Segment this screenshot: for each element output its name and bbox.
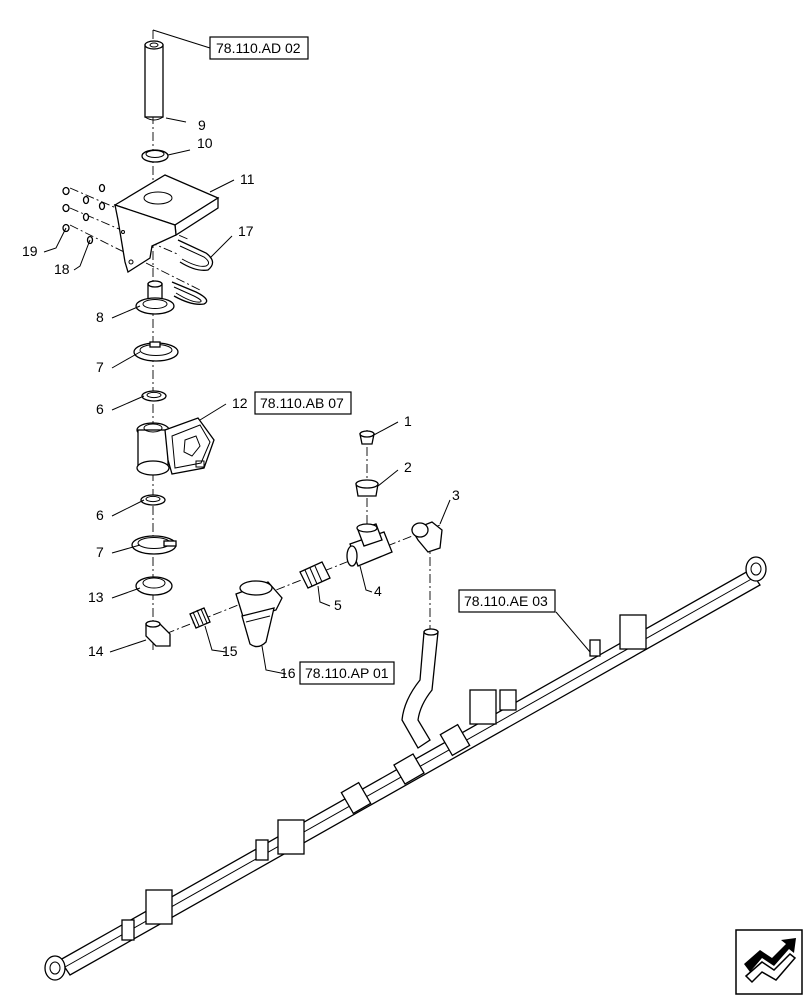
- part-16-filter: [235, 580, 283, 648]
- centre-lines: [69, 30, 441, 650]
- callout-6-lower: 6: [96, 507, 104, 523]
- callout-19: 19: [22, 243, 38, 259]
- callout-14: 14: [88, 643, 104, 659]
- next-page-arrow-icon[interactable]: [735, 929, 803, 995]
- callout-9: 9: [198, 117, 206, 133]
- callout-11: 11: [240, 171, 255, 187]
- part-7-clamp-upper: [133, 341, 179, 362]
- callout-7-upper: 7: [96, 359, 104, 375]
- part-4-tee: [346, 523, 393, 567]
- callout-13: 13: [88, 589, 104, 605]
- part-9-pipe: [144, 40, 164, 121]
- part-10-clamp: [141, 149, 169, 163]
- nozzle-brackets: [121, 614, 647, 941]
- callout-18: 18: [54, 261, 70, 277]
- callout-1: 1: [404, 413, 412, 429]
- svg-text:78.110.AD 02: 78.110.AD 02: [216, 40, 301, 56]
- part-2-bushing: [355, 479, 379, 497]
- callout-15: 15: [222, 643, 238, 659]
- reference-78-110-ap-01[interactable]: 78.110.AP 01: [299, 661, 395, 685]
- part-14-elbow: [145, 620, 171, 647]
- part-12-valve: [136, 417, 215, 476]
- callout-16: 16: [280, 665, 296, 681]
- boom-assembly: [44, 556, 767, 981]
- part-6-seal-lower: [140, 494, 166, 506]
- callout-10: 10: [197, 135, 213, 151]
- part-18-19-fasteners: [62, 183, 106, 245]
- part-3-elbow: [411, 521, 443, 553]
- reference-78-110-ae-03[interactable]: 78.110.AE 03: [458, 589, 556, 613]
- part-15-nipple: [189, 607, 211, 629]
- reference-78-110-ad-02[interactable]: 78.110.AD 02: [209, 36, 309, 60]
- svg-text:78.110.AE 03: 78.110.AE 03: [464, 593, 548, 609]
- part-6-seal-upper: [141, 390, 167, 402]
- part-11-bracket: [113, 174, 220, 274]
- svg-text:78.110.AB 07: 78.110.AB 07: [260, 395, 344, 411]
- part-13-flange: [135, 576, 173, 596]
- reference-78-110-ab-07[interactable]: 78.110.AB 07: [254, 391, 352, 415]
- callout-3: 3: [452, 487, 460, 503]
- callout-5: 5: [334, 597, 342, 613]
- callout-8: 8: [96, 309, 104, 325]
- part-1-plug: [359, 430, 375, 445]
- part-5-nipple: [299, 561, 331, 589]
- callout-2: 2: [404, 459, 412, 475]
- callout-6-upper: 6: [96, 401, 104, 417]
- part-7-clamp-lower: [131, 535, 177, 555]
- reference-boxes: 78.110.AD 02 78.110.AB 07 78.110.AE 03 7…: [209, 36, 556, 685]
- callout-7-lower: 7: [96, 544, 104, 560]
- callout-12: 12: [232, 395, 248, 411]
- part-17-u-bolts: [171, 239, 214, 305]
- svg-text:78.110.AP 01: 78.110.AP 01: [305, 665, 389, 681]
- boom-couplings: [340, 723, 471, 815]
- callout-4: 4: [374, 583, 382, 599]
- callout-numbers: 9 10 11 17 19 18 8 7 6 12 6 7 13 14 15 1…: [22, 117, 460, 681]
- callout-17: 17: [238, 223, 254, 239]
- part-8-swivel: [135, 280, 175, 315]
- leader-lines: [43, 29, 591, 675]
